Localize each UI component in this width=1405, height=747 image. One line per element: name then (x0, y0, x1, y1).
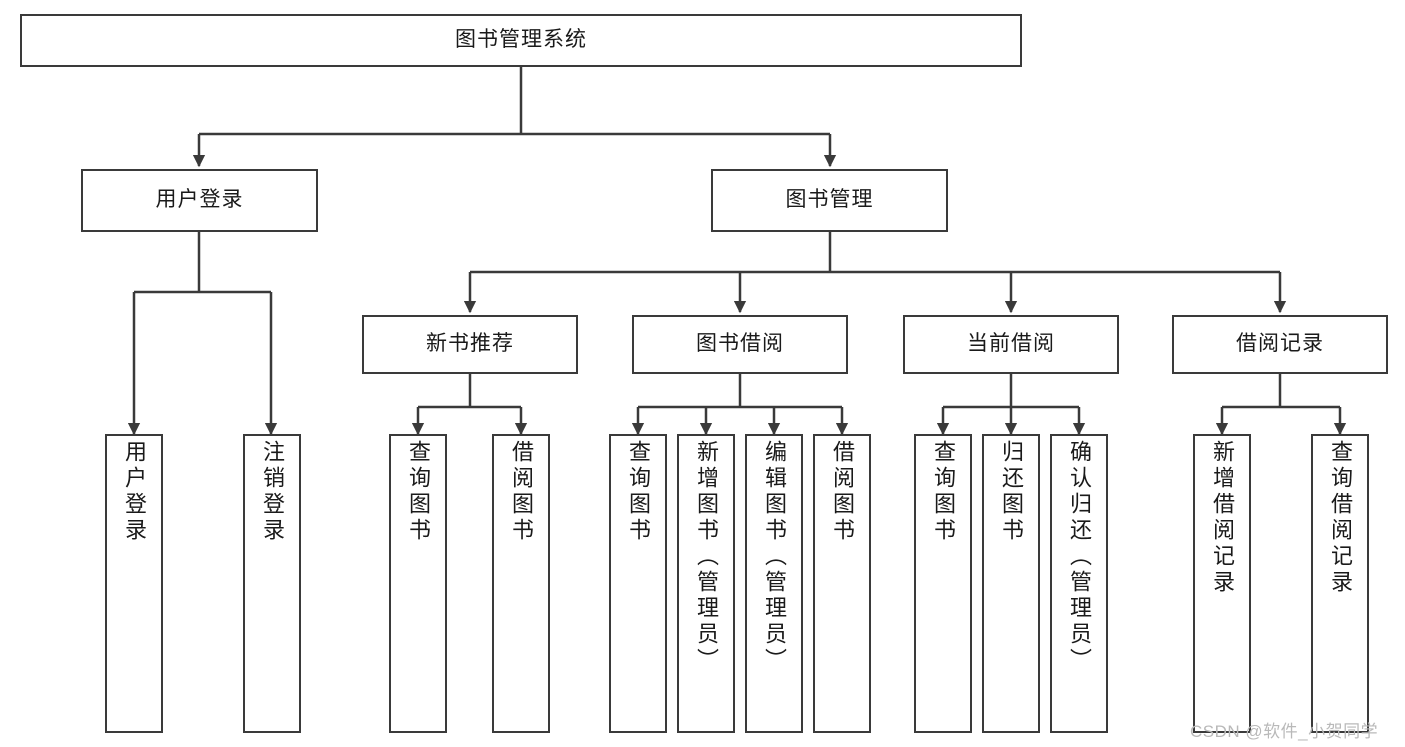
leaf-new-book-borrow-book[interactable]: 借阅图书 (492, 434, 550, 733)
node-label: 用户登录 (122, 440, 147, 544)
leaf-borrow-record-query-record[interactable]: 查询借阅记录 (1311, 434, 1369, 733)
leaf-book-borrow-edit-book-admin[interactable]: 编辑图书（管理员） (745, 434, 803, 733)
node-label: 归还图书 (999, 440, 1024, 544)
node-label: 新书推荐 (426, 332, 514, 356)
node-label: 借阅图书 (830, 440, 855, 544)
leaf-current-borrow-query-book[interactable]: 查询图书 (914, 434, 972, 733)
node-user-login[interactable]: 用户登录 (81, 169, 318, 232)
node-label: 新增图书（管理员） (694, 440, 719, 674)
leaf-current-borrow-confirm-return-admin[interactable]: 确认归还（管理员） (1050, 434, 1108, 733)
node-label: 查询图书 (931, 440, 956, 544)
node-label: 注销登录 (260, 440, 285, 544)
node-book-management[interactable]: 图书管理 (711, 169, 948, 232)
node-label: 查询借阅记录 (1328, 440, 1353, 596)
leaf-book-borrow-add-book-admin[interactable]: 新增图书（管理员） (677, 434, 735, 733)
node-new-book-recommend[interactable]: 新书推荐 (362, 315, 578, 374)
node-label: 查询图书 (626, 440, 651, 544)
node-label: 图书管理 (785, 188, 874, 212)
leaf-user-login-logout[interactable]: 注销登录 (243, 434, 301, 733)
node-borrow-record[interactable]: 借阅记录 (1172, 315, 1388, 374)
csdn-watermark: CSDN @软件_小贺同学 (1190, 722, 1379, 741)
node-label: 借阅图书 (509, 440, 534, 544)
leaf-user-login-login[interactable]: 用户登录 (105, 434, 163, 733)
node-book-borrow[interactable]: 图书借阅 (632, 315, 848, 374)
node-label: 当前借阅 (967, 332, 1055, 356)
node-label: 图书管理系统 (455, 28, 587, 52)
node-label: 查询图书 (406, 440, 431, 544)
node-current-borrow[interactable]: 当前借阅 (903, 315, 1119, 374)
leaf-book-borrow-query-book[interactable]: 查询图书 (609, 434, 667, 733)
node-label: 借阅记录 (1236, 332, 1324, 356)
leaf-borrow-record-add-record[interactable]: 新增借阅记录 (1193, 434, 1251, 733)
node-label: 编辑图书（管理员） (762, 440, 787, 674)
node-label: 确认归还（管理员） (1067, 440, 1092, 674)
node-root-book-management-system[interactable]: 图书管理系统 (20, 14, 1022, 67)
leaf-book-borrow-borrow-book[interactable]: 借阅图书 (813, 434, 871, 733)
leaf-new-book-query-book[interactable]: 查询图书 (389, 434, 447, 733)
node-label: 图书借阅 (696, 332, 784, 356)
leaf-current-borrow-return-book[interactable]: 归还图书 (982, 434, 1040, 733)
node-label: 新增借阅记录 (1210, 440, 1235, 596)
node-label: 用户登录 (155, 188, 244, 212)
